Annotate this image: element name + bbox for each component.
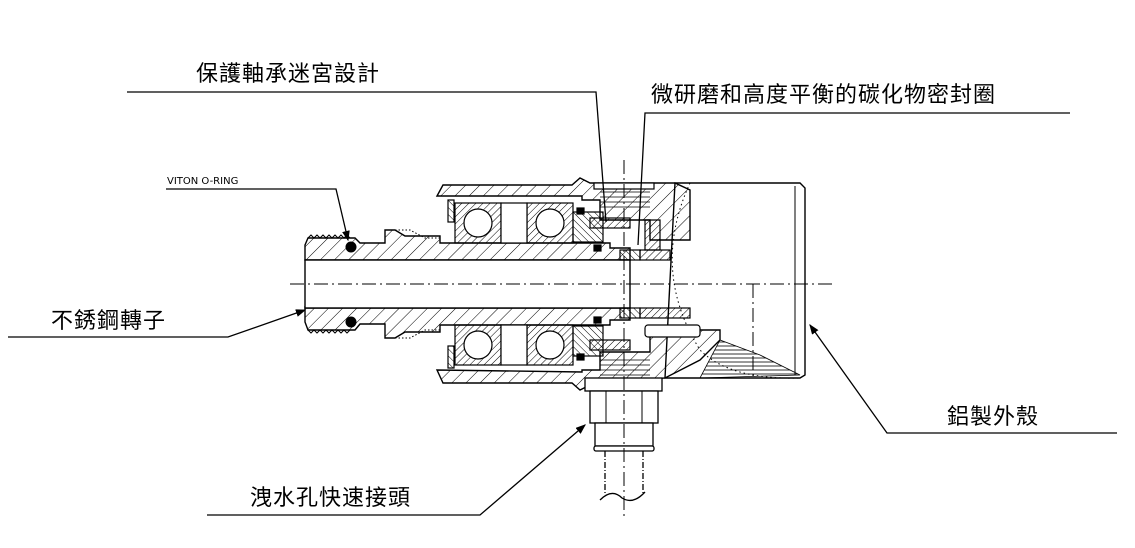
label-stainless-rotor: 不銹鋼轉子 — [51, 309, 167, 334]
label-viton-oring: VITON O-RING — [167, 176, 239, 187]
leader-rotor — [8, 309, 307, 338]
bearings — [447, 199, 574, 369]
label-labyrinth-design: 保護軸承迷宮設計 — [196, 62, 381, 87]
label-drain-fitting: 洩水孔快速接頭 — [250, 486, 412, 511]
label-aluminium-housing: 鋁製外殼 — [947, 405, 1040, 430]
center-lines — [290, 160, 835, 520]
leader-labyrinth — [127, 91, 607, 223]
leader-lines — [8, 91, 1117, 516]
o-ring-upper — [345, 241, 357, 253]
leader-viton-oring — [166, 188, 350, 242]
leader-carbide-seal — [637, 112, 1070, 246]
label-carbide-seal: 微研磨和高度平衡的碳化物密封圈 — [651, 83, 997, 108]
leader-drain-fitting — [207, 424, 586, 516]
o-ring-lower — [345, 316, 357, 328]
leader-housing — [809, 323, 1117, 434]
